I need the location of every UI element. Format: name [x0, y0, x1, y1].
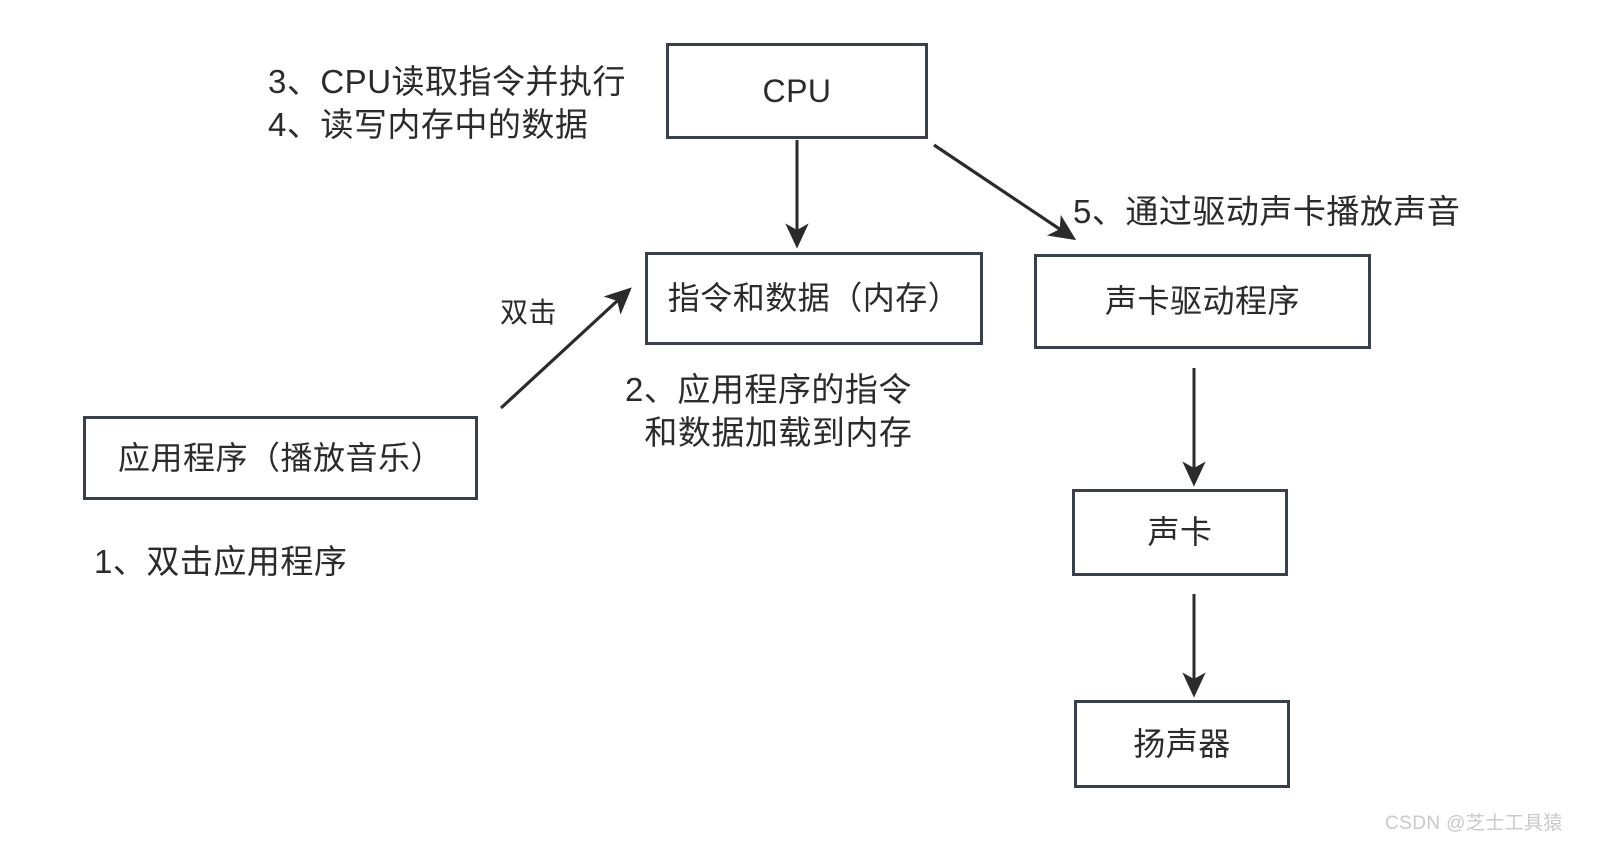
- node-speaker[interactable]: 扬声器: [1074, 700, 1290, 788]
- annotation-step-1: 1、双击应用程序: [94, 543, 348, 580]
- node-sound-card-label: 声卡: [1147, 514, 1213, 551]
- annotation-step-5: 5、通过驱动声卡播放声音: [1073, 193, 1461, 230]
- node-cpu[interactable]: CPU: [666, 43, 928, 139]
- node-cpu-label: CPU: [762, 72, 832, 109]
- node-application-label: 应用程序（播放音乐）: [117, 439, 443, 476]
- annotation-step-2: 2、应用程序的指令 和数据加载到内存: [625, 371, 913, 451]
- node-sound-card-driver[interactable]: 声卡驱动程序: [1034, 254, 1371, 349]
- node-memory[interactable]: 指令和数据（内存）: [645, 252, 983, 345]
- annotation-step-3-4: 3、CPU读取指令并执行 4、读写内存中的数据: [268, 63, 627, 143]
- annotation-double-click: 双击: [500, 297, 558, 328]
- node-memory-label: 指令和数据（内存）: [667, 280, 961, 317]
- csdn-watermark: CSDN @芝士工具猿: [1385, 813, 1563, 834]
- node-speaker-label: 扬声器: [1133, 725, 1231, 762]
- connector-cpu-to-driver: [933, 143, 1077, 241]
- node-sound-card[interactable]: 声卡: [1072, 489, 1288, 576]
- node-sound-card-driver-label: 声卡驱动程序: [1104, 283, 1300, 320]
- node-application[interactable]: 应用程序（播放音乐）: [83, 416, 478, 500]
